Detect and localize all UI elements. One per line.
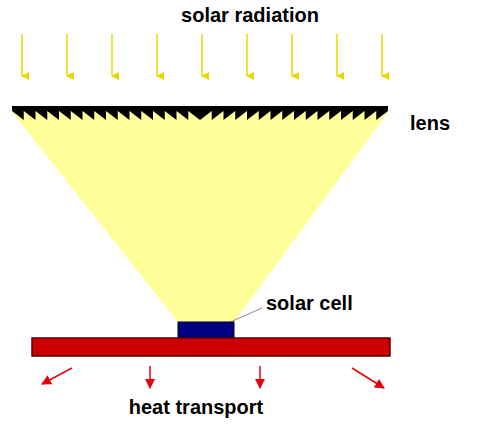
- part-label: lens: [410, 112, 450, 134]
- ray-arrow: [201, 34, 203, 76]
- heat-sink-plate: [32, 338, 390, 356]
- ray-arrow: [246, 34, 248, 76]
- leader-line: [228, 308, 262, 323]
- heat-arrows: [42, 366, 384, 388]
- ray-arrow: [381, 34, 383, 76]
- solar-ray-arrows: [22, 34, 382, 76]
- lens-teeth: [12, 111, 388, 120]
- light-cone: [12, 112, 388, 322]
- ray-arrow: [291, 34, 293, 76]
- ray-arrow: [156, 34, 158, 76]
- ray-arrow: [111, 34, 113, 76]
- title-label: solar radiation: [181, 4, 319, 26]
- solar-cell-chip: [178, 322, 234, 338]
- ray-arrow: [21, 34, 23, 76]
- fresnel-lens: [12, 106, 388, 120]
- ray-arrow: [336, 34, 338, 76]
- part-label: heat transport: [129, 396, 263, 418]
- part-label: solar cell: [266, 292, 353, 314]
- ray-arrow: [66, 34, 68, 76]
